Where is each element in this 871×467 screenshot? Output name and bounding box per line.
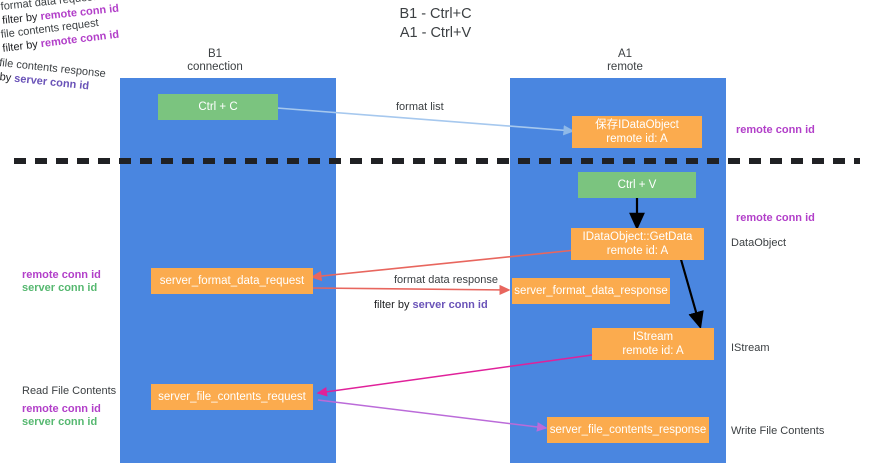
- annotation-left-server-conn-id: server conn id: [22, 282, 98, 294]
- node-server-format-data-response[interactable]: server_format_data_response: [512, 278, 670, 304]
- annotation-remote-conn-id-mid: remote conn id: [736, 212, 815, 224]
- node-istream[interactable]: IStream remote id: A: [592, 328, 714, 360]
- annotation-left-remote-conn-id-2: remote conn id: [22, 403, 101, 415]
- node-server-file-contents-response[interactable]: server_file_contents_response: [547, 417, 709, 443]
- node-server-file-contents-request[interactable]: server_file_contents_request: [151, 384, 313, 410]
- edge-label-format-data-response-filter: filter by server conn id: [374, 298, 488, 312]
- annotation-istream: IStream: [731, 342, 770, 354]
- annotation-left-remote-conn-id: remote conn id: [22, 269, 101, 281]
- lane-header-b1: B1 connection: [187, 48, 243, 73]
- page-title: B1 - Ctrl+C A1 - Ctrl+V: [399, 6, 472, 41]
- annotation-read-file-contents: Read File Contents: [22, 385, 117, 397]
- filter-key: server conn id: [412, 299, 488, 311]
- edge-label-format-data-response: format data response: [394, 274, 498, 286]
- node-idataobject-getdata[interactable]: IDataObject::GetData remote id: A: [571, 228, 704, 260]
- node-ctrl-v[interactable]: Ctrl + V: [578, 172, 696, 198]
- filter-prefix: filter by: [1, 38, 42, 55]
- node-set-data-object[interactable]: 保存IDataObject remote id: A: [572, 116, 702, 148]
- lane-header-a1: A1 remote: [607, 48, 643, 73]
- node-ctrl-c[interactable]: Ctrl + C: [158, 94, 278, 120]
- annotation-write-file-contents: Write File Contents: [731, 425, 825, 437]
- filter-prefix: filter by: [374, 299, 413, 311]
- node-server-format-data-request[interactable]: server_format_data_request: [151, 268, 313, 294]
- annotation-left-server-conn-id-2: server conn id: [22, 416, 98, 428]
- edge-label-format-list: format list: [396, 101, 444, 113]
- annotation-remote-conn-id-top: remote conn id: [736, 124, 815, 136]
- filter-prefix: filter by: [0, 71, 12, 85]
- annotation-dataobject: DataObject: [731, 237, 787, 249]
- arrow-format-data-response: [311, 284, 511, 296]
